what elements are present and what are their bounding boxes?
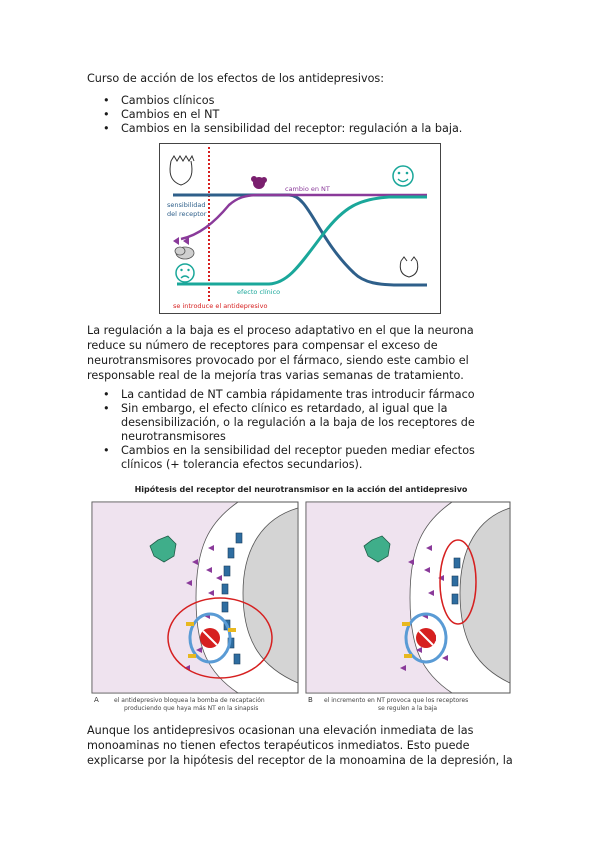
panel-a xyxy=(91,501,299,694)
nt-change-curve xyxy=(180,193,427,241)
time-course-figure: cambio en NT sensibilidad del receptor e… xyxy=(159,143,441,314)
figure-title: Hipótesis del receptor del neurotransmis… xyxy=(135,484,468,494)
caption-a-letter: A xyxy=(94,696,99,704)
panel-b xyxy=(305,501,511,694)
list-item: La cantidad de NT cambia rápidamente tra… xyxy=(100,388,512,402)
receptor-icon xyxy=(169,154,195,186)
receptor-sensitivity-curve xyxy=(173,193,427,287)
downregulated-receptor-icon xyxy=(399,256,419,278)
effects-list: Cambios clínicos Cambios en el NT Cambio… xyxy=(100,94,462,136)
clinical-curve-label: efecto clínico xyxy=(237,288,280,296)
caption-b-line2: se regulen a la baja xyxy=(378,705,437,712)
nt-triangles-icon xyxy=(173,237,189,245)
sad-face-icon xyxy=(175,263,195,283)
list-item: Cambios en la sensibilidad del receptor:… xyxy=(100,122,462,136)
list-item: Cambios en el NT xyxy=(100,108,462,122)
paragraph-monoamine: Aunque los antidepresivos ocasionan una … xyxy=(87,724,513,767)
happy-face-icon xyxy=(392,165,414,187)
paragraph-downregulation: La regulación a la baja es el proceso ad… xyxy=(87,324,474,382)
findings-list: La cantidad de NT cambia rápidamente tra… xyxy=(100,388,512,472)
nt-cluster-icon xyxy=(251,176,267,189)
list-item: Sin embargo, el efecto clínico es retard… xyxy=(100,402,512,444)
caption-b-line1: el incremento en NT provoca que los rece… xyxy=(324,697,468,704)
caption-a-line2: produciendo que haya más NT en la sinaps… xyxy=(124,705,258,712)
receptor-hypothesis-figure: Hipótesis del receptor del neurotransmis… xyxy=(88,478,514,714)
sensitivity-label-line1: sensibilidad xyxy=(167,201,205,209)
intro-label: se introduce el antidepresivo xyxy=(173,302,267,310)
clinical-effect-curve xyxy=(177,195,427,286)
nt-curve-label: cambio en NT xyxy=(285,185,330,193)
receptor-hypothesis-diagram: Hipótesis del receptor del neurotransmis… xyxy=(91,484,511,712)
time-course-diagram: cambio en NT sensibilidad del receptor e… xyxy=(159,143,441,314)
list-item: Cambios clínicos xyxy=(100,94,462,108)
section-heading: Curso de acción de los efectos de los an… xyxy=(87,72,385,85)
cloud-icon xyxy=(174,246,195,260)
caption-a-line1: el antidepresivo bloquea la bomba de rec… xyxy=(114,697,265,704)
sensitivity-label-line2: del receptor xyxy=(167,210,207,218)
caption-b-letter: B xyxy=(308,696,313,704)
list-item: Cambios en la sensibilidad del receptor … xyxy=(100,444,512,472)
